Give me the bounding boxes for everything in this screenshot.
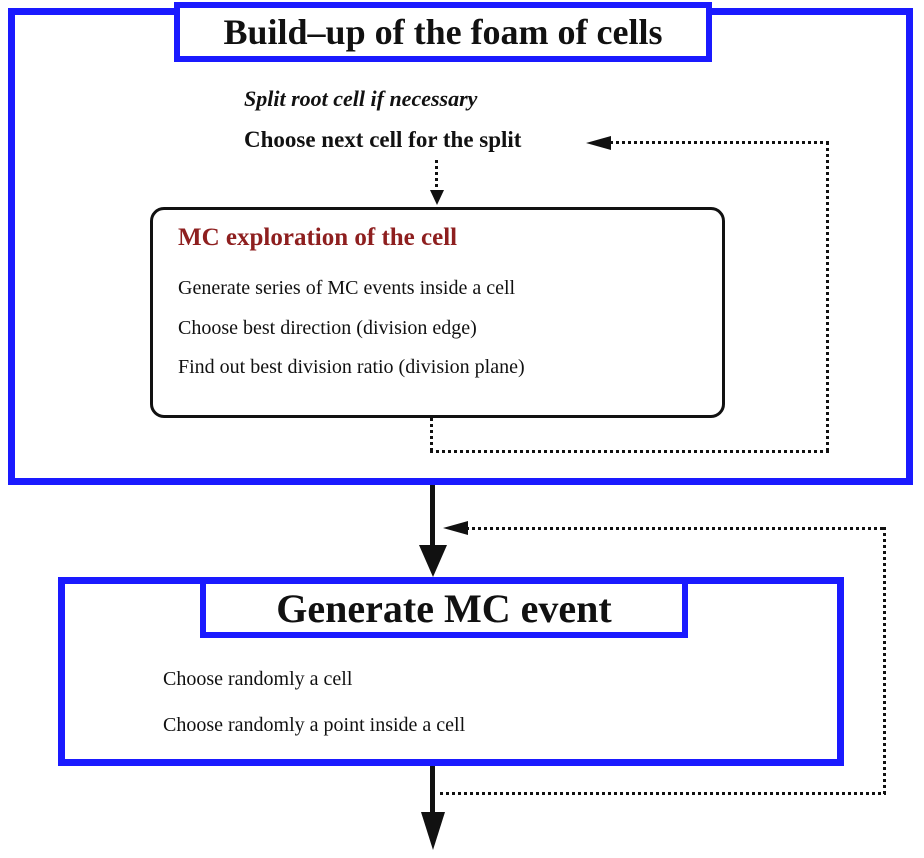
outer-loop-segment-right bbox=[883, 527, 886, 795]
inner-loop-arrowhead-icon bbox=[586, 136, 611, 150]
step-split-root-cell: Split root cell if necessary bbox=[244, 86, 478, 111]
arrow-to-exploration-head-icon bbox=[430, 190, 444, 205]
outer-loop-arrowhead-icon bbox=[443, 521, 468, 535]
outer-loop-segment-top bbox=[466, 527, 886, 530]
generate-event-step: Choose randomly a point inside a cell bbox=[163, 714, 466, 736]
stage-arrow-line bbox=[430, 485, 435, 547]
output-arrow-line bbox=[430, 766, 435, 814]
mc-exploration-step: Generate series of MC events inside a ce… bbox=[178, 277, 516, 299]
mc-exploration-step: Choose best direction (division edge) bbox=[178, 317, 477, 339]
inner-loop-segment-bottom bbox=[430, 450, 829, 453]
inner-loop-segment-down bbox=[430, 418, 433, 452]
foam-buildup-title-box: Build–up of the foam of cells bbox=[174, 2, 712, 62]
inner-loop-segment-top bbox=[610, 141, 829, 144]
arrow-to-exploration-line bbox=[435, 160, 438, 192]
mc-exploration-box: MC exploration of the cell Generate seri… bbox=[150, 207, 725, 418]
generate-event-title-box: Generate MC event bbox=[200, 578, 688, 638]
step-choose-next-cell: Choose next cell for the split bbox=[244, 127, 522, 152]
inner-loop-segment-right bbox=[826, 142, 829, 453]
generate-event-title: Generate MC event bbox=[276, 585, 612, 631]
output-arrow-head-icon bbox=[421, 812, 445, 850]
mc-exploration-step: Find out best division ratio (division p… bbox=[178, 356, 525, 378]
stage-arrow-head-icon bbox=[419, 545, 447, 577]
generate-event-step: Choose randomly a cell bbox=[163, 668, 353, 690]
outer-loop-segment-bottom bbox=[440, 792, 886, 795]
foam-buildup-title: Build–up of the foam of cells bbox=[223, 12, 663, 52]
mc-exploration-title: MC exploration of the cell bbox=[178, 224, 458, 251]
